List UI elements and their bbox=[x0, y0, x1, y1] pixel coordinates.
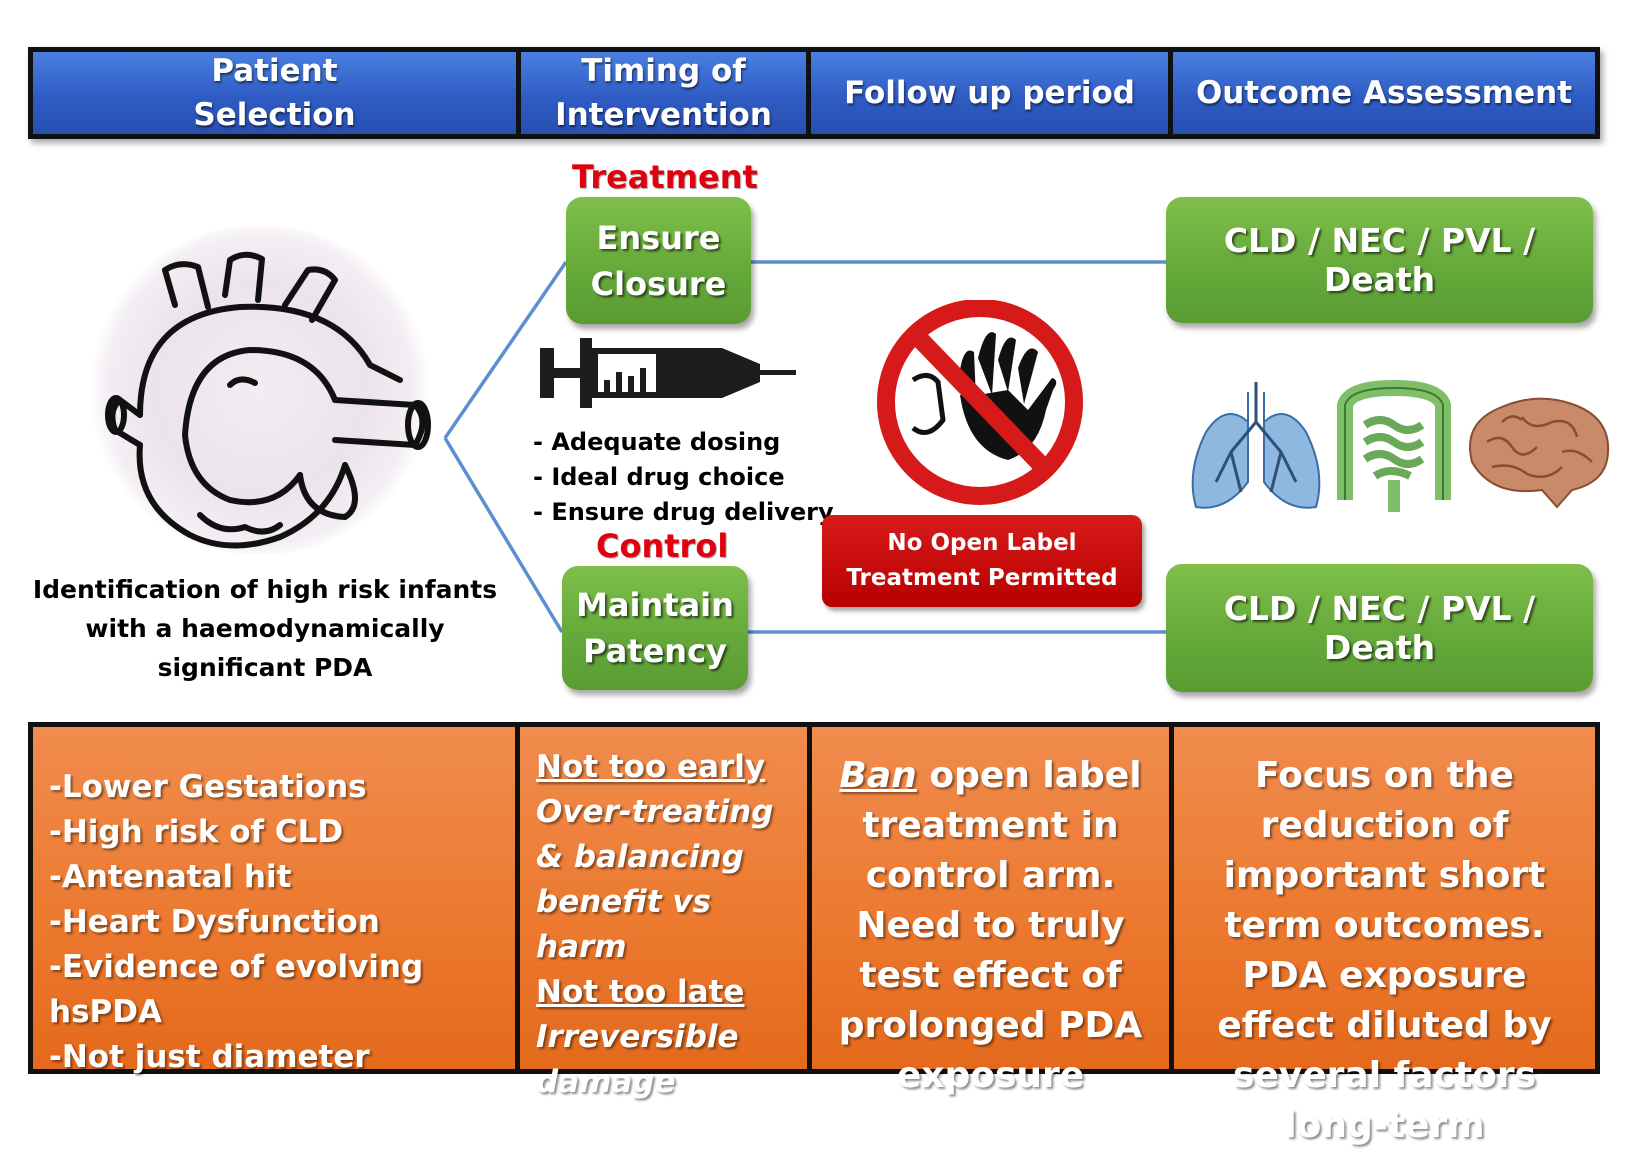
treatment-bullets: - Adequate dosing - Ideal drug choice - … bbox=[533, 425, 834, 530]
timing-late-heading: Not too late bbox=[536, 974, 745, 1010]
list-item: -Antenatal hit bbox=[49, 859, 292, 895]
heart-pda-icon bbox=[105, 251, 431, 549]
list-item: -Not just diameter bbox=[49, 1039, 370, 1075]
intestine-icon bbox=[1337, 380, 1451, 512]
no-open-label-badge: No Open Label Treatment Permitted bbox=[822, 515, 1142, 607]
timing-early-heading: Not too early bbox=[536, 749, 766, 785]
control-label: Control bbox=[596, 527, 729, 565]
header-outcome: Outcome Assessment bbox=[1168, 52, 1595, 134]
header-patient-selection: Patient Selection bbox=[33, 52, 516, 134]
patient-caption: Identification of high risk infants with… bbox=[32, 575, 498, 682]
bullet-item: - Ideal drug choice bbox=[533, 463, 785, 491]
list-item: -Heart Dysfunction bbox=[49, 904, 380, 940]
list-item: -Evidence of evolving hsPDA bbox=[49, 949, 424, 1030]
follow-up-text: open label treatment in control arm. Nee… bbox=[838, 755, 1143, 1096]
bullet-item: - Adequate dosing bbox=[533, 428, 781, 456]
timing-late-text: Irreversible damage bbox=[536, 1019, 739, 1100]
no-entry-hand-icon bbox=[877, 300, 1083, 505]
bottom-table: -Lower Gestations -High risk of CLD -Ant… bbox=[28, 722, 1600, 1146]
list-item: -High risk of CLD bbox=[49, 814, 344, 850]
connector-to-control bbox=[443, 437, 564, 633]
connector-to-treatment bbox=[443, 261, 568, 439]
ban-word: Ban bbox=[839, 755, 917, 796]
ensure-closure-box: Ensure Closure bbox=[566, 197, 751, 324]
header-follow-up: Follow up period bbox=[806, 52, 1168, 134]
selection-criteria-cell: -Lower Gestations -High risk of CLD -Ant… bbox=[33, 727, 515, 1075]
connector-lines bbox=[443, 260, 1166, 634]
header-bar: Patient Selection Timing of Intervention… bbox=[28, 47, 1600, 139]
brain-icon bbox=[1469, 397, 1610, 509]
heart-illustration bbox=[80, 215, 440, 560]
syringe-icon bbox=[540, 338, 796, 408]
treatment-outcome-box: CLD / NEC / PVL / Death bbox=[1166, 197, 1593, 323]
header-timing: Timing of Intervention bbox=[516, 52, 806, 134]
treatment-label: Treatment bbox=[572, 158, 758, 196]
control-outcome-box: CLD / NEC / PVL / Death bbox=[1166, 564, 1593, 692]
bullet-item: - Ensure drug delivery bbox=[533, 498, 834, 526]
timing-early-text: Over-treating & balancing benefit vs har… bbox=[536, 794, 774, 965]
list-item: -Lower Gestations bbox=[49, 769, 367, 805]
timing-cell: Not too early Over-treating & balancing … bbox=[515, 727, 807, 1100]
maintain-patency-box: Maintain Patency bbox=[562, 566, 748, 690]
outcome-cell: Focus on the reduction of important shor… bbox=[1169, 727, 1595, 1146]
follow-up-cell: Ban open label treatment in control arm.… bbox=[807, 727, 1169, 1096]
lungs-icon bbox=[1191, 382, 1321, 509]
